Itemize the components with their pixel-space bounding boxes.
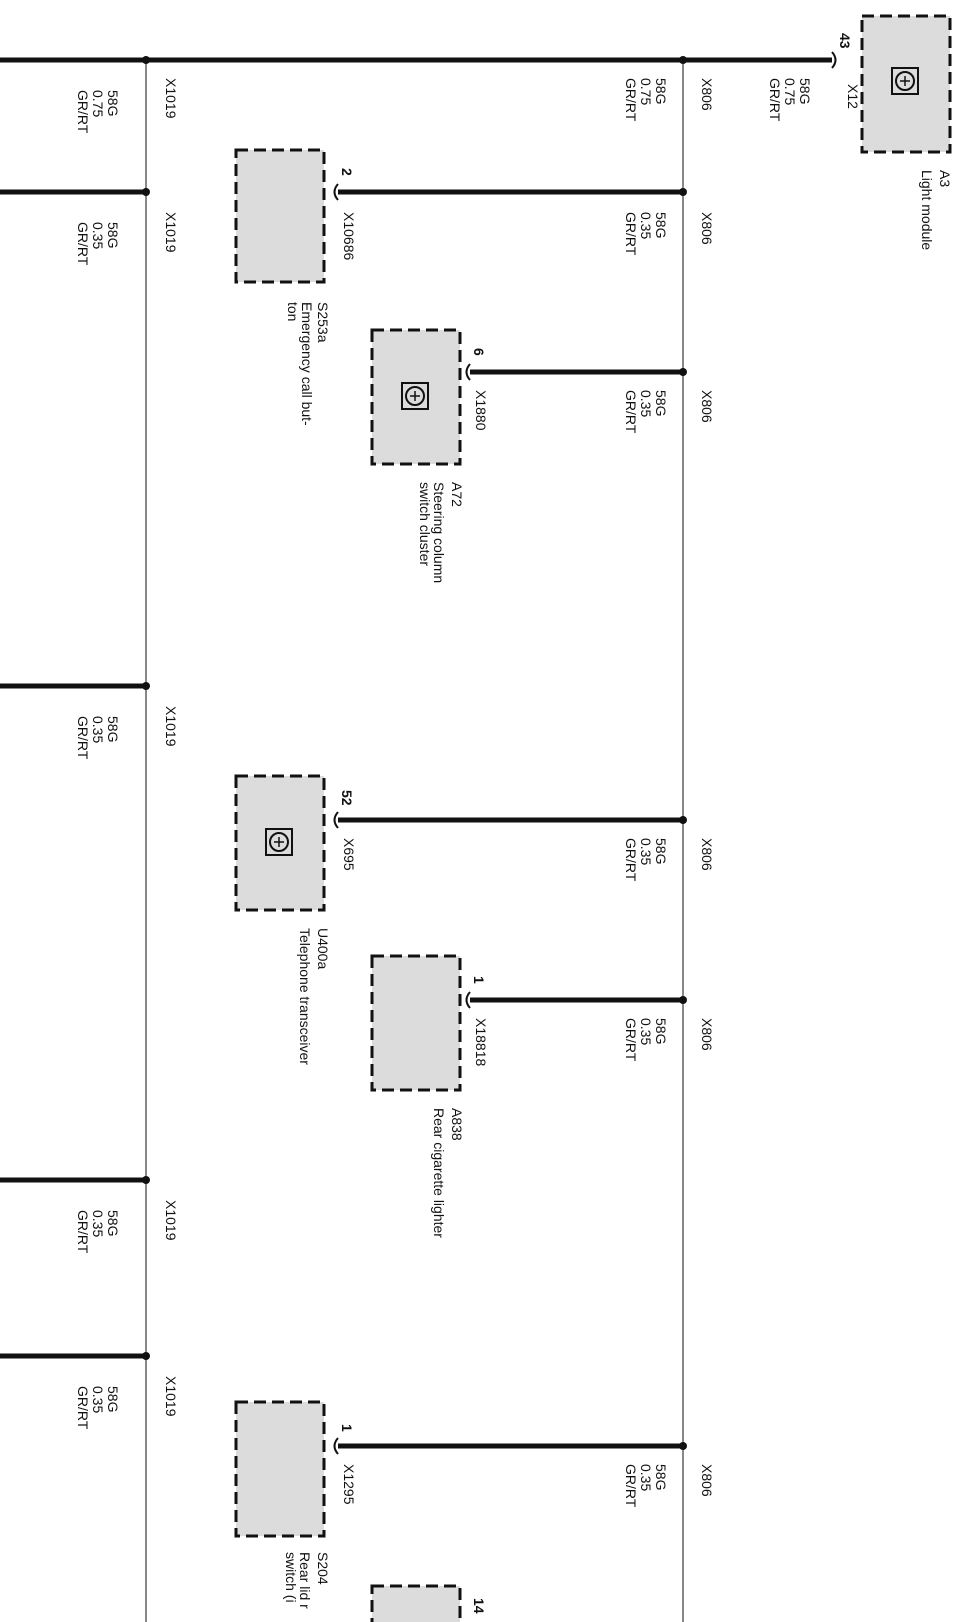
splice-label-x806: X806 — [699, 212, 715, 245]
splice-label-x1019-top: X1019 — [163, 78, 179, 119]
s253a-name: Emergency call but- ton — [285, 302, 315, 430]
splice-label-x1019: X1019 — [163, 1200, 179, 1241]
connector-x695: X695 — [341, 838, 357, 871]
splice-label-x806: X806 — [699, 1018, 715, 1051]
splice-dot — [142, 1176, 150, 1184]
s204-id: S204 — [315, 1552, 331, 1585]
wire-spec-left: 58G 0.35 GR/RT — [75, 716, 121, 760]
component-u400a — [234, 774, 326, 912]
splice-label-x1019: X1019 — [163, 1376, 179, 1417]
module-symbol-icon — [401, 382, 429, 410]
a3-id: A3 — [937, 170, 953, 187]
splice-dot — [679, 816, 687, 824]
component-a72 — [370, 328, 462, 466]
wire-spec-s253a: 58G 0.35 GR/RT — [623, 212, 669, 256]
a3-name: Light module — [919, 170, 935, 250]
wire-color-a3: 58G 0.75 GR/RT — [767, 78, 813, 122]
u400a-id: U400a — [315, 928, 331, 969]
wire-spec-x806-top: 58G 0.75 GR/RT — [623, 78, 669, 122]
wire-spec-left: 58G 0.35 GR/RT — [75, 1386, 121, 1430]
s253a-id: S253a — [315, 302, 331, 343]
module-symbol-circle — [405, 386, 425, 406]
module-symbol-circle — [269, 832, 289, 852]
splice-dot — [142, 682, 150, 690]
component-s204 — [234, 1400, 326, 1538]
connector-x1880: X1880 — [473, 390, 489, 431]
splice-dot-x806 — [679, 56, 687, 64]
connector-mark — [465, 991, 471, 1009]
splice-label-x806: X806 — [699, 390, 715, 423]
wire-spec-left: 58G 0.35 GR/RT — [75, 222, 121, 266]
connector-x12: X12 — [845, 84, 861, 109]
pin-52: 52 — [339, 790, 355, 806]
wire-spec-s204: 58G 0.35 GR/RT — [623, 1464, 669, 1508]
s204-name: Rear lid r switch (i — [283, 1552, 313, 1613]
a838-name: Rear cigarette lighter — [431, 1108, 447, 1238]
connector-mark — [333, 183, 339, 201]
splice-dot — [679, 188, 687, 196]
component-partial — [370, 1584, 462, 1622]
component-a3 — [860, 14, 952, 154]
splice-dot — [679, 1442, 687, 1450]
module-symbol-circle — [895, 71, 915, 91]
a72-name: Steering column switch cluster — [417, 482, 447, 587]
wire-spec-left: 58G 0.35 GR/RT — [75, 1210, 121, 1254]
splice-dot — [142, 1352, 150, 1360]
wire-spec-left-top: 58G 0.75 GR/RT — [75, 90, 121, 134]
a72-id: A72 — [449, 482, 465, 507]
a838-id: A838 — [449, 1108, 465, 1141]
module-symbol-icon — [891, 67, 919, 95]
wire-code: 58G — [797, 78, 813, 104]
wire-color: GR/RT — [767, 78, 783, 122]
wire-spec-u400a: 58G 0.35 GR/RT — [623, 838, 669, 882]
splice-dot — [679, 368, 687, 376]
splice-dot — [142, 188, 150, 196]
wire-spec-a838: 58G 0.35 GR/RT — [623, 1018, 669, 1062]
u400a-name: Telephone transceiver — [297, 928, 313, 1065]
connector-mark-x12 — [831, 51, 837, 69]
connector-mark — [333, 811, 339, 829]
pin-1: 1 — [339, 1424, 355, 1432]
connector-mark — [333, 1437, 339, 1455]
splice-label-x806: X806 — [699, 838, 715, 871]
component-s253a — [234, 148, 326, 284]
connector-mark — [465, 363, 471, 381]
pin-6: 6 — [471, 348, 487, 356]
wire-spec-a72: 58G 0.35 GR/RT — [623, 390, 669, 434]
splice-label-x806: X806 — [699, 1464, 715, 1497]
module-symbol-icon — [265, 828, 293, 856]
connector-x1295: X1295 — [341, 1464, 357, 1505]
connector-x10686: X10686 — [341, 212, 357, 260]
splice-dot — [679, 996, 687, 1004]
splice-label-x1019: X1019 — [163, 212, 179, 253]
wire-size: 0.75 — [782, 78, 798, 105]
pin-1: 1 — [471, 976, 487, 984]
splice-label-x806-top: X806 — [699, 78, 715, 111]
pin-2: 2 — [339, 168, 355, 176]
splice-label-x1019: X1019 — [163, 706, 179, 747]
connector-x18818: X18818 — [473, 1018, 489, 1066]
component-a838 — [370, 954, 462, 1092]
pin-43: 43 — [837, 33, 853, 49]
splice-dot-x1019 — [142, 56, 150, 64]
pin-14: 14 — [471, 1598, 487, 1614]
